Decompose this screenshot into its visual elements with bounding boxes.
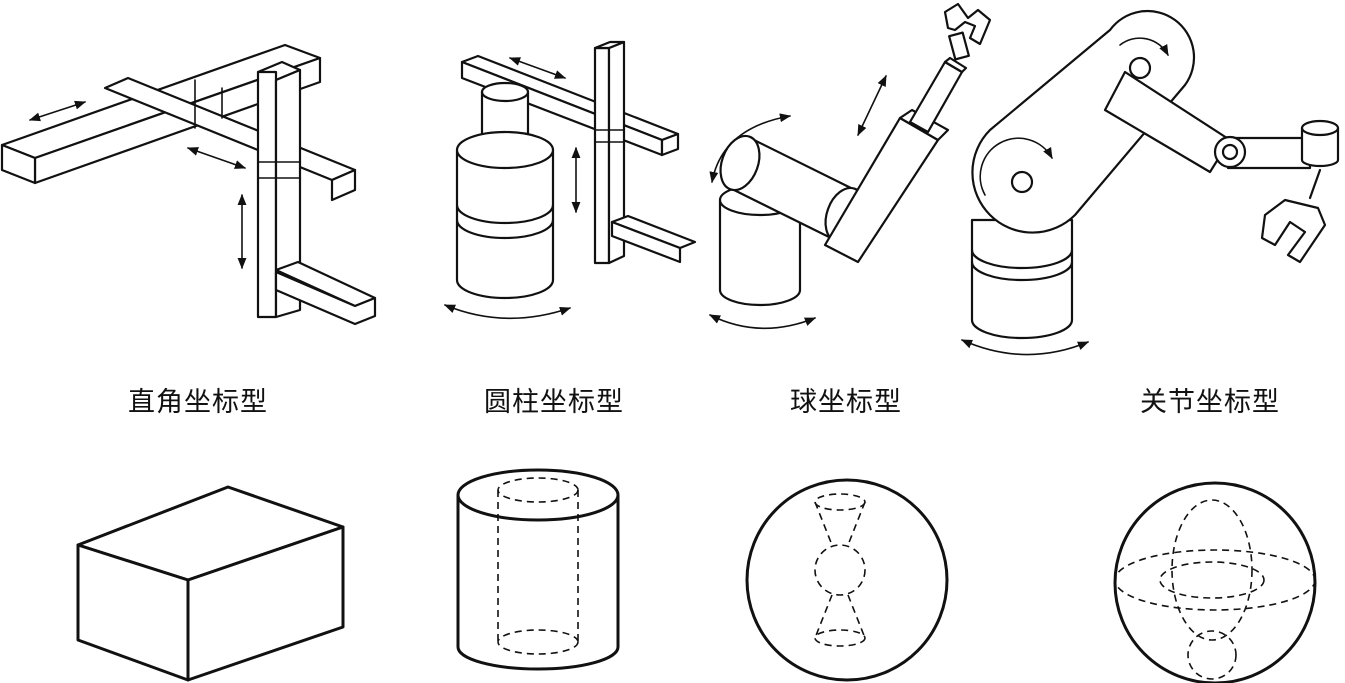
- articulated-workspace-shape: [1113, 481, 1317, 683]
- spherical-robot-illustration: [708, 2, 992, 330]
- cylindrical-robot-illustration: [443, 40, 697, 320]
- sphere-workspace-shape: [745, 478, 949, 682]
- label-cylindrical-type: 圆柱坐标型: [484, 387, 624, 418]
- label-articulated-type: 关节坐标型: [1140, 387, 1280, 418]
- cartesian-robot-illustration: [0, 43, 377, 326]
- articulated-robot-illustration: [960, 9, 1340, 356]
- label-cartesian-type: 直角坐标型: [128, 387, 268, 418]
- cuboid-workspace-shape: [76, 485, 345, 682]
- label-spherical-type: 球坐标型: [790, 387, 902, 418]
- cylinder-workspace-shape: [456, 468, 620, 671]
